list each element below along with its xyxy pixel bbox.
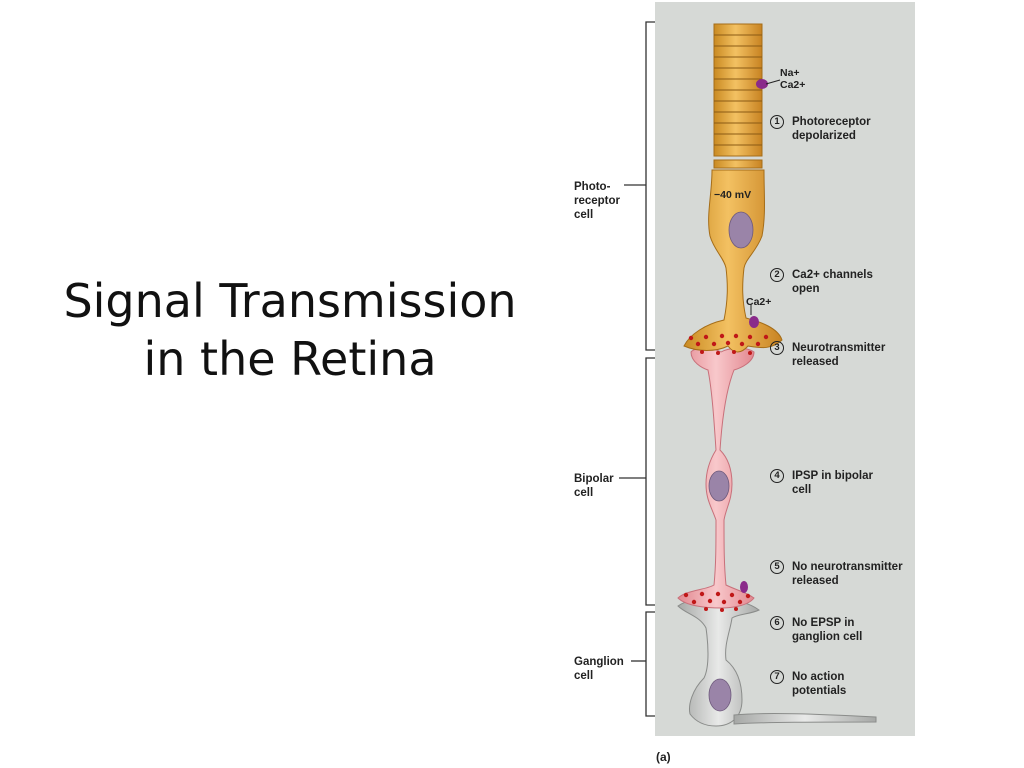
synaptic-calcium-channel [749,316,759,328]
ganglion-cell-body [677,598,877,727]
step-1-text: Photoreceptor [792,116,871,128]
bipolar-cell-label: Bipolar cell [574,473,614,499]
bipolar-cell-body [677,347,755,609]
slide-title-line-1: Signal Transmission [63,274,517,328]
cell-illustration [619,21,877,727]
photoreceptor-cell-label: Photo- receptor cell [574,181,621,221]
membrane-voltage-label: −40 mV [714,189,752,201]
retina-diagram: Photo- receptor cell Bipolar cell Gangli… [566,0,916,768]
slide-title-line-2: in the Retina [143,332,437,386]
neurotransmitter-vesicles [683,333,769,612]
ganglion-cell-label: Ganglion cell [574,656,624,682]
step-3-text: Neurotransmitter [792,342,886,354]
step-6-text: No EPSP in [792,617,855,629]
step-6-number: 6 [770,616,784,630]
step-5-number: 5 [770,560,784,574]
step-3-number: 3 [770,341,784,355]
synaptic-calcium-label: Ca2+ [746,296,772,308]
slide-title: Signal Transmission in the Retina [40,272,540,388]
step-2-number: 2 [770,268,784,282]
bipolar-bracket [645,357,655,606]
photoreceptor-cell-body [683,23,783,353]
outer-segment-discs [714,34,762,146]
step-4-number: 4 [770,469,784,483]
step-1-number: 1 [770,115,784,129]
outer-segment-ion-label: Na+ Ca2+ [780,67,806,91]
outer-segment-cation-channel [756,79,768,89]
figure-caption: (a) [656,750,671,764]
bipolar-calcium-channel [740,581,748,593]
step-2-text: Ca2+ channels [792,269,873,281]
step-5-text: No neurotransmitter [792,561,903,573]
step-7-number: 7 [770,670,784,684]
step-7-text: No action [792,671,845,683]
photoreceptor-bracket [645,21,655,351]
step-4-text: IPSP in bipolar [792,470,873,482]
ganglion-bracket [645,611,655,717]
cell-bracket-lines [619,21,655,717]
